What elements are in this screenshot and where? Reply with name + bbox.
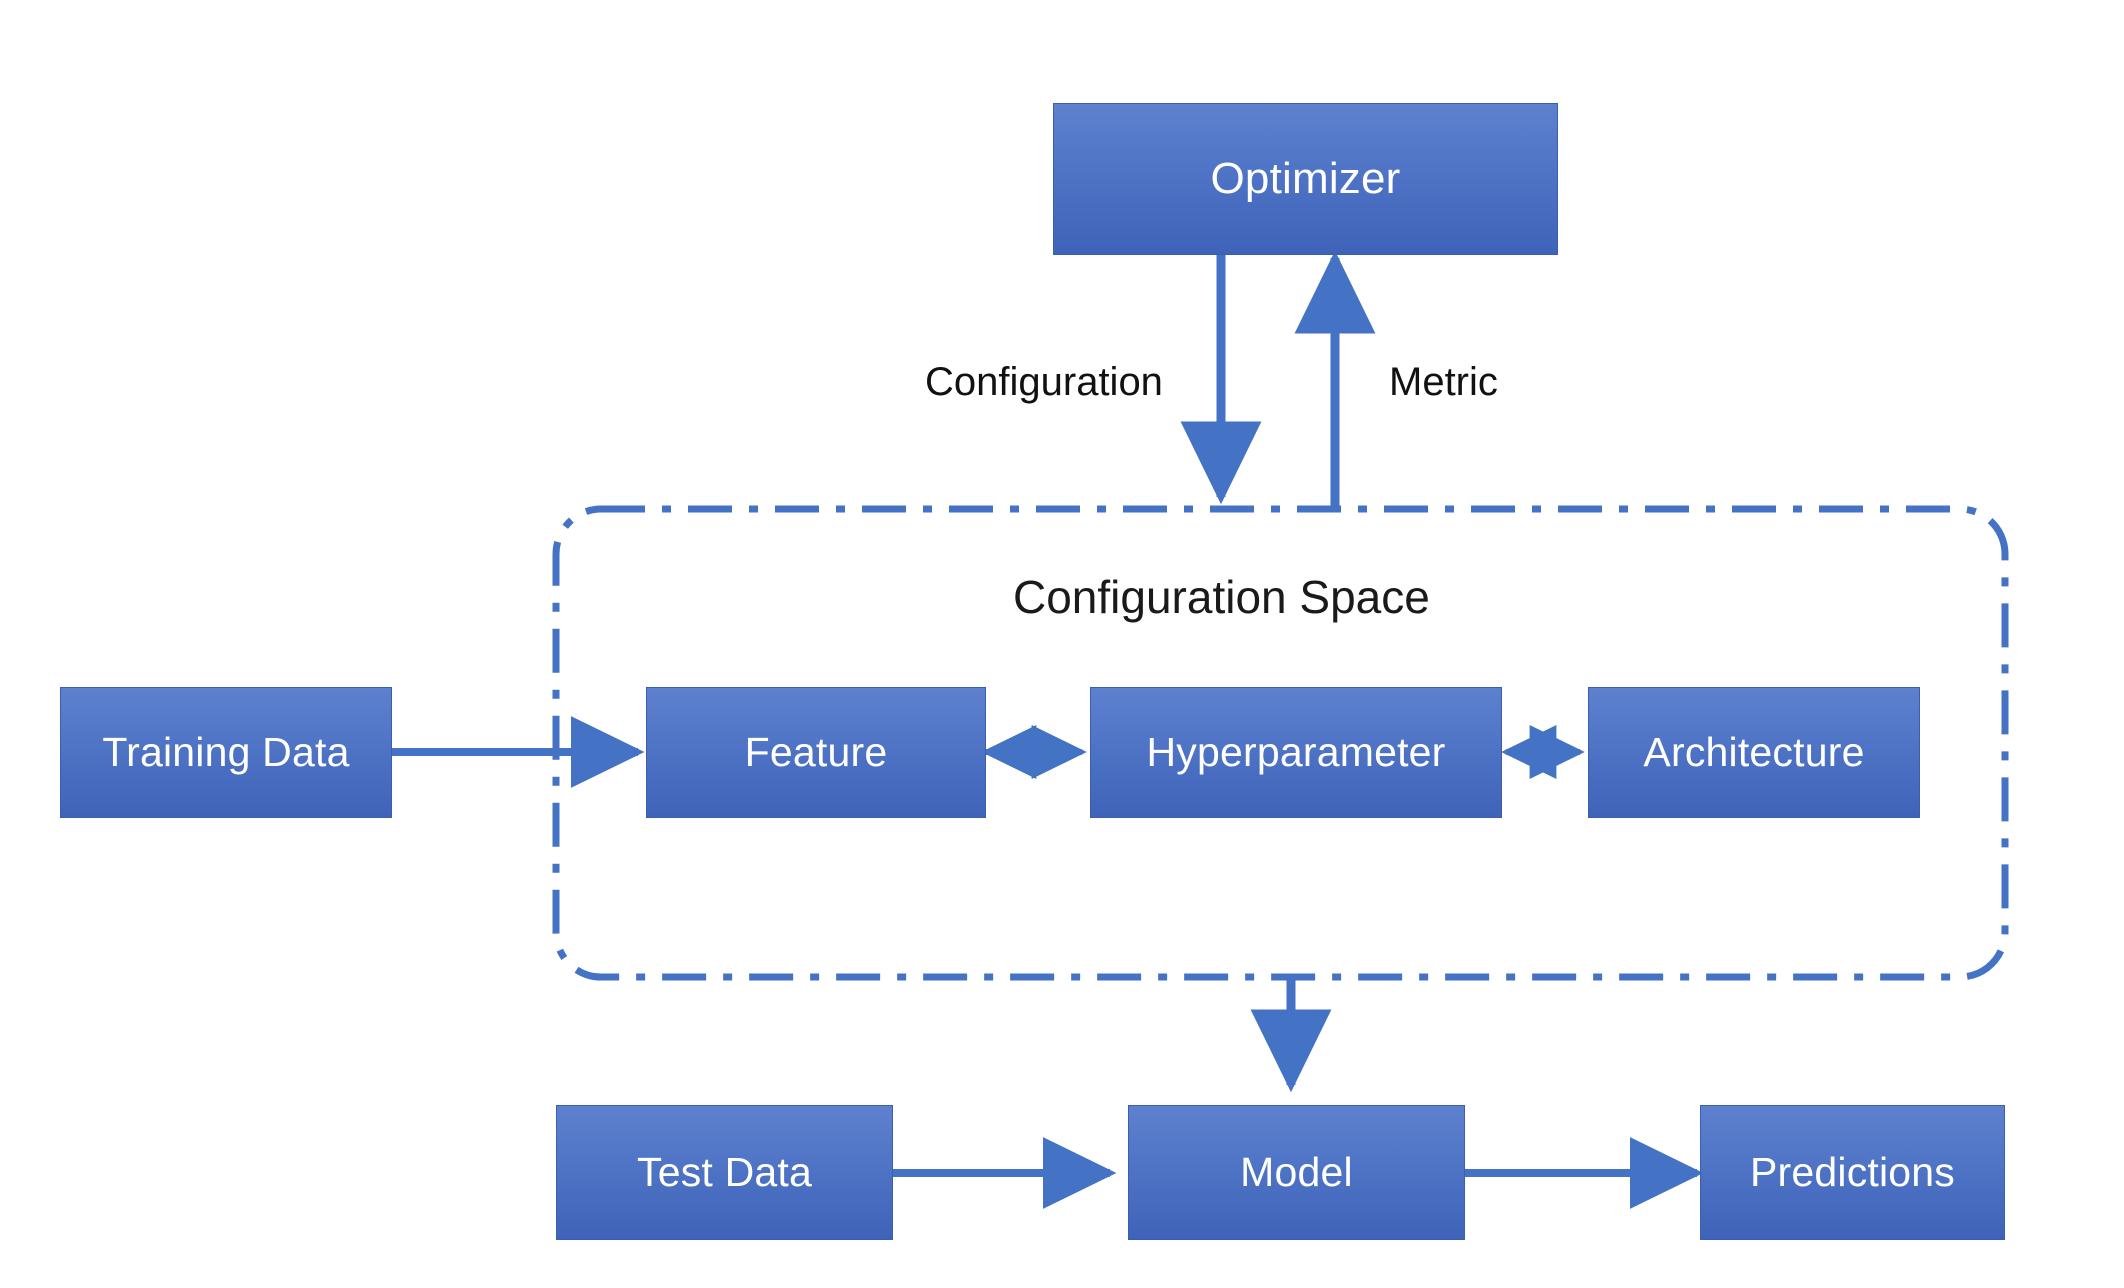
node-training-data[interactable]: Training Data	[60, 687, 392, 818]
configuration-space-title: Configuration Space	[1013, 571, 1430, 623]
node-feature[interactable]: Feature	[646, 687, 986, 818]
node-optimizer-label: Optimizer	[1210, 154, 1401, 203]
node-hyperparameter[interactable]: Hyperparameter	[1090, 687, 1502, 818]
node-predictions[interactable]: Predictions	[1700, 1105, 2005, 1240]
node-test-data-label: Test Data	[637, 1149, 812, 1195]
node-feature-label: Feature	[744, 729, 888, 775]
node-architecture-label: Architecture	[1643, 729, 1865, 775]
node-training-data-label: Training Data	[102, 729, 350, 775]
node-optimizer[interactable]: Optimizer	[1053, 103, 1558, 255]
node-hyperparameter-label: Hyperparameter	[1146, 729, 1446, 775]
node-predictions-label: Predictions	[1749, 1149, 1956, 1195]
node-model-label: Model	[1240, 1149, 1353, 1195]
node-architecture[interactable]: Architecture	[1588, 687, 1920, 818]
edge-label-configuration: Configuration	[925, 360, 1163, 404]
node-model[interactable]: Model	[1128, 1105, 1465, 1240]
edge-label-metric: Metric	[1389, 360, 1498, 404]
node-test-data[interactable]: Test Data	[556, 1105, 893, 1240]
